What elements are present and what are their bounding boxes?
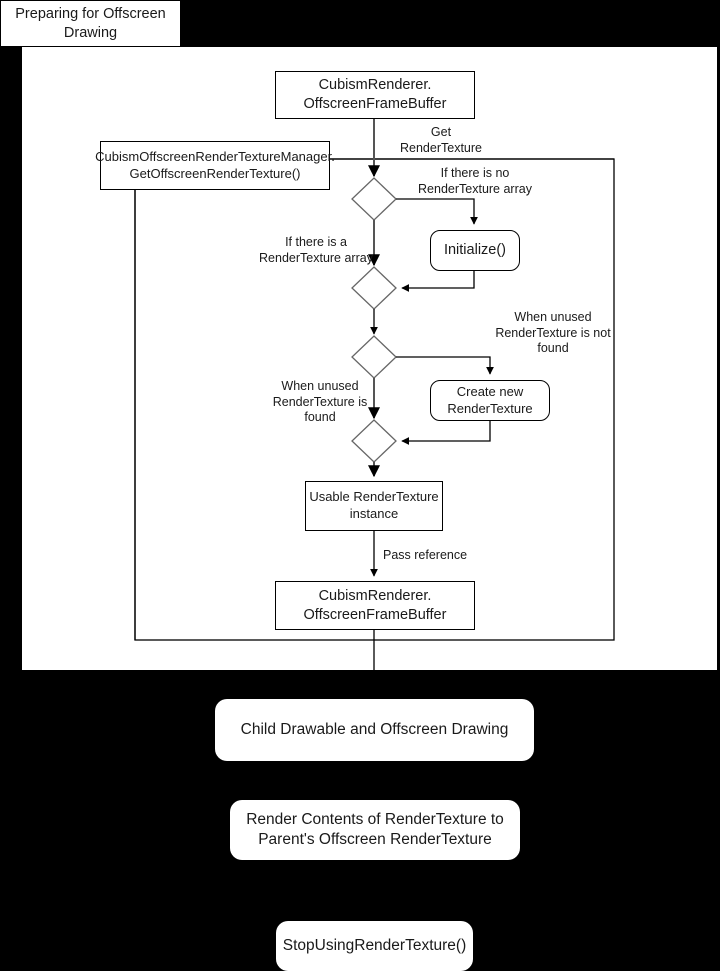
- node-offscreen-render-texture-manager[interactable]: CubismOffscreenRenderTextureManager. Get…: [95, 141, 335, 190]
- step-label: Child Drawable and Offscreen Drawing: [240, 720, 509, 738]
- diagram-title-box: Preparing for Offscreen Drawing: [0, 0, 181, 47]
- node-create-new-render-texture[interactable]: Create new RenderTexture: [430, 380, 550, 421]
- step-render-contents-to-parent[interactable]: Render Contents of RenderTexture to Pare…: [230, 800, 520, 860]
- step-label: StopUsingRenderTexture(): [282, 936, 467, 954]
- step-label: Render Contents of RenderTexture to Pare…: [246, 810, 504, 848]
- node-label: Create new RenderTexture: [447, 383, 533, 416]
- node-bottom-cubism-renderer[interactable]: CubismRenderer. OffscreenFrameBuffer: [275, 581, 475, 630]
- edge-label-when-unused-not-found: When unused RenderTexture is not found: [495, 310, 611, 356]
- edge-label-get-render-texture: Get RenderTexture: [400, 125, 482, 155]
- node-label: Usable RenderTexture instance: [309, 489, 439, 521]
- node-label: Initialize(): [443, 242, 507, 259]
- node-label: CubismRenderer. OffscreenFrameBuffer: [303, 77, 447, 112]
- edge-label-when-unused-found: When unused RenderTexture is found: [272, 379, 368, 425]
- edge-label-if-no-render-texture-array: If there is no RenderTexture array: [418, 166, 532, 196]
- edge-label-pass-reference: Pass reference: [383, 548, 468, 562]
- page-title: Preparing for Offscreen Drawing: [15, 6, 166, 41]
- node-label: CubismOffscreenRenderTextureManager. Get…: [95, 148, 335, 181]
- node-initialize[interactable]: Initialize(): [430, 230, 520, 271]
- node-top-cubism-renderer[interactable]: CubismRenderer. OffscreenFrameBuffer: [275, 71, 475, 119]
- step-child-drawable-offscreen-drawing[interactable]: Child Drawable and Offscreen Drawing: [215, 699, 534, 761]
- node-usable-render-texture-instance[interactable]: Usable RenderTexture instance: [305, 481, 443, 531]
- node-label: CubismRenderer. OffscreenFrameBuffer: [303, 587, 447, 623]
- edge-label-if-there-is-array: If there is a RenderTexture array: [259, 235, 373, 265]
- step-stop-using-render-texture[interactable]: StopUsingRenderTexture(): [276, 921, 473, 971]
